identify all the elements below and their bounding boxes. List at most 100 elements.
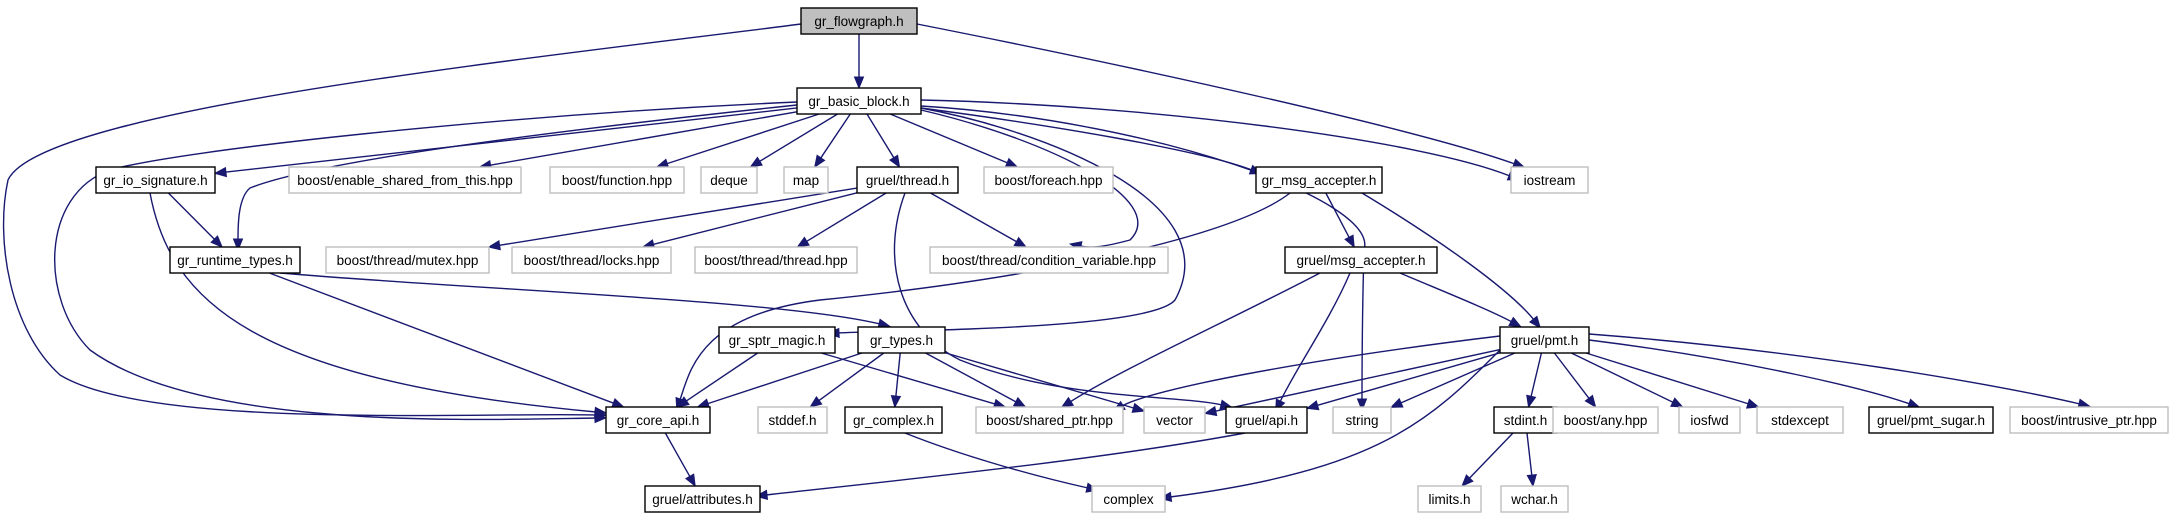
edge-gr_basic_block-to-string xyxy=(920,105,1368,412)
arrow-head-icon xyxy=(1526,394,1537,409)
arrow-head-icon xyxy=(1013,236,1028,248)
node-box xyxy=(700,166,758,194)
node-thread-mutex: boost/thread/mutex.hpp xyxy=(325,246,490,274)
node-iosfwd: iosfwd xyxy=(1678,406,1741,434)
node-label: gr_runtime_types.h xyxy=(177,253,293,268)
node-gruel-attributes[interactable]: gruel/attributes.h xyxy=(644,485,761,513)
arrow-head-icon xyxy=(889,154,901,169)
edge-gr_basic_block-to-gr_sptr_magic xyxy=(826,107,1186,339)
node-label: gruel/api.h xyxy=(1235,413,1298,428)
edge-gruel_pmt-to-stdint xyxy=(1526,352,1543,409)
node-gr-io-signature[interactable]: gr_io_signature.h xyxy=(95,166,216,194)
node-gr-complex[interactable]: gr_complex.h xyxy=(844,406,943,434)
edge-layer xyxy=(2,23,2092,503)
node-gruel-api[interactable]: gruel/api.h xyxy=(1225,406,1308,434)
node-gr-basic-block[interactable]: gr_basic_block.h xyxy=(796,87,922,115)
node-deque: deque xyxy=(700,166,758,194)
node-box xyxy=(856,166,959,194)
node-box xyxy=(800,7,918,35)
edge-gr_basic_block-to-gr_runtime_types xyxy=(232,104,798,252)
node-label: gruel/attributes.h xyxy=(652,492,753,507)
node-label: gruel/thread.h xyxy=(866,173,949,188)
arrow-head-icon xyxy=(1344,234,1355,249)
edge-gruel_pmt-to-complex xyxy=(1158,349,1501,503)
edge-gruel_thread-to-thread_thread xyxy=(796,192,887,248)
node-stdint[interactable]: stdint.h xyxy=(1493,406,1558,434)
node-label: gr_basic_block.h xyxy=(808,94,909,109)
arrow-head-icon xyxy=(1584,394,1597,409)
edge-gr_flowgraph-to-gr_basic_block xyxy=(853,34,865,90)
edge-gr_types-to-vector xyxy=(944,352,1146,413)
node-gr-msg-accepter[interactable]: gr_msg_accepter.h xyxy=(1255,166,1383,194)
edge-gruel_pmt-to-string xyxy=(1389,352,1516,408)
node-enable-shared: boost/enable_shared_from_this.hpp xyxy=(288,166,522,194)
node-gruel-thread[interactable]: gruel/thread.h xyxy=(856,166,959,194)
node-label: iosfwd xyxy=(1690,413,1728,428)
edge-gruel_thread-to-gruel_api xyxy=(893,192,1234,410)
arrow-head-icon xyxy=(684,473,696,488)
node-box xyxy=(511,246,672,274)
node-label: stdint.h xyxy=(1504,413,1548,428)
node-box xyxy=(1225,406,1308,434)
node-box xyxy=(605,406,711,434)
edge-gruel_pmt-to-intrusive_ptr xyxy=(1588,333,2092,409)
node-gruel-msg-accepter[interactable]: gruel/msg_accepter.h xyxy=(1284,246,1438,274)
arrow-head-icon xyxy=(1004,157,1019,168)
node-gr-flowgraph[interactable]: gr_flowgraph.h xyxy=(800,7,918,35)
edge-gr_flowgraph-to-iostream xyxy=(916,23,1526,169)
node-box xyxy=(644,485,761,513)
node-gr-core-api[interactable]: gr_core_api.h xyxy=(605,406,711,434)
node-gr-runtime-types[interactable]: gr_runtime_types.h xyxy=(169,246,301,274)
arrow-head-icon xyxy=(1526,473,1537,488)
node-map: map xyxy=(783,166,829,194)
edge-gr_core_api-to-gruel_attributes xyxy=(664,432,696,488)
node-gr-sptr-magic[interactable]: gr_sptr_magic.h xyxy=(718,326,836,354)
node-layer: gr_flowgraph.h gr_basic_block.h gr_io_sign… xyxy=(95,7,2169,513)
edge-gr_io_signature-to-gr_core_api xyxy=(149,192,608,418)
node-box xyxy=(857,326,946,354)
node-stdexcept: stdexcept xyxy=(1756,406,1844,434)
node-label: boost/intrusive_ptr.hpp xyxy=(2021,413,2157,428)
edge-gruel_pmt-to-iosfwd xyxy=(1571,352,1684,408)
node-label: boost/thread/mutex.hpp xyxy=(337,253,479,268)
node-label: boost/thread/locks.hpp xyxy=(524,253,660,268)
node-gruel-pmt[interactable]: gruel/pmt.h xyxy=(1499,326,1590,354)
node-label: boost/function.hpp xyxy=(562,173,672,188)
node-box xyxy=(694,246,858,274)
node-label: gr_core_api.h xyxy=(617,413,700,428)
edge-gruel_thread-to-thread_mutex xyxy=(487,187,858,251)
edge-gr_basic_block-to-gr_msg_accepter xyxy=(920,107,1263,175)
node-label: string xyxy=(1345,413,1378,428)
node-gr-types[interactable]: gr_types.h xyxy=(857,326,946,354)
edge-gr_msg_accepter-to-gruel_msg_accepter xyxy=(1325,192,1355,249)
node-box xyxy=(1143,406,1206,434)
node-box xyxy=(796,87,922,115)
node-box xyxy=(2009,406,2169,434)
arrow-head-icon xyxy=(1356,398,1368,412)
edge-gruel_pmt-to-stdexcept xyxy=(1585,352,1760,409)
arrow-head-icon xyxy=(1203,405,1218,417)
edge-gruel_pmt-to-boost_any xyxy=(1553,352,1597,409)
node-label: boost/shared_ptr.hpp xyxy=(986,413,1113,428)
edge-gruel_api-to-gruel_attributes xyxy=(754,432,1246,501)
edge-gruel_thread-to-thread_locks xyxy=(641,192,858,250)
arrow-head-icon xyxy=(749,156,763,168)
arrow-head-icon xyxy=(1670,397,1684,408)
node-boost-foreach: boost/foreach.hpp xyxy=(983,166,1114,194)
node-wchar: wchar.h xyxy=(1500,485,1569,513)
node-thread-condvar: boost/thread/condition_variable.hpp xyxy=(929,246,1169,274)
node-box xyxy=(718,326,836,354)
node-box xyxy=(844,406,943,434)
edge-gr_basic_block-to-deque xyxy=(749,113,838,168)
edge-gruel_pmt-to-vector xyxy=(1203,348,1501,417)
edge-gr_complex-to-complex xyxy=(904,432,1100,493)
node-box xyxy=(1255,166,1383,194)
node-label: complex xyxy=(1103,492,1154,507)
edge-stdint-to-wchar xyxy=(1526,432,1537,488)
arrow-head-icon xyxy=(594,406,608,418)
edge-gr_types-to-gr_core_api xyxy=(696,352,863,409)
node-box xyxy=(1678,406,1741,434)
arrow-head-icon xyxy=(232,238,244,252)
node-pmt-sugar[interactable]: gruel/pmt_sugar.h xyxy=(1868,406,1994,434)
node-box xyxy=(983,166,1114,194)
